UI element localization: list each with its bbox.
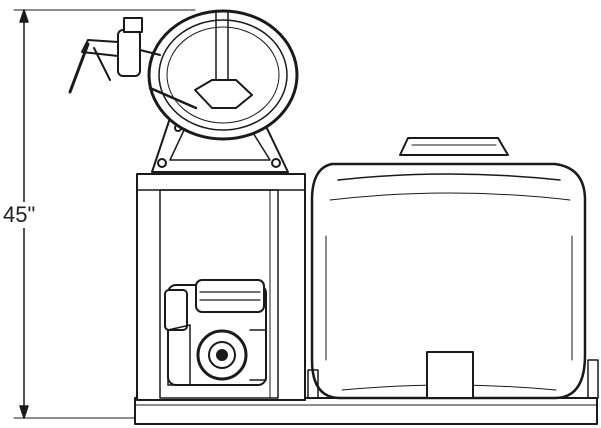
water-tank: [307, 137, 599, 400]
height-dimension-label: 45": [2, 202, 37, 228]
engine: [164, 279, 267, 386]
hose-reel: [147, 9, 299, 141]
base-skid: [134, 397, 598, 425]
spray-gun: [68, 17, 161, 94]
